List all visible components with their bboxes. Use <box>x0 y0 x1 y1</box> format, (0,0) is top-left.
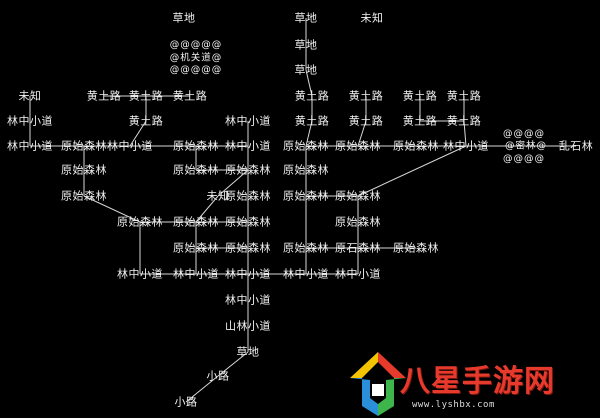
map-node: 林中小道 <box>283 267 329 281</box>
map-node: 原始森林 <box>335 215 381 229</box>
map-node: 林中小道 <box>335 267 381 281</box>
map-node: 原始森林 <box>225 163 271 177</box>
path-line <box>185 375 219 403</box>
map-node: 原石森林 <box>335 241 381 255</box>
map-node: 乱石林 <box>558 139 594 153</box>
path-line <box>305 120 313 147</box>
map-node: 林中小道 <box>117 267 163 281</box>
map-node: @@@@@ <box>169 39 223 51</box>
path-line <box>195 195 219 223</box>
map-node: 黄土路 <box>294 89 330 103</box>
map-node: 黄土路 <box>402 89 438 103</box>
map-node: 黄土路 <box>128 114 164 128</box>
map-node: 黄土路 <box>86 89 122 103</box>
map-node: 原始森林 <box>61 163 107 177</box>
map-node: @@@@@ <box>169 64 223 76</box>
map-node: @@@@ <box>503 153 545 165</box>
map-node: 草地 <box>294 11 318 25</box>
map-node: 山林小道 <box>225 319 271 333</box>
map-node: 原始森林 <box>225 215 271 229</box>
path-line <box>83 195 141 223</box>
map-node: 林中小道 <box>225 267 271 281</box>
map-node: 原始森林 <box>173 163 219 177</box>
path-line <box>129 120 147 147</box>
map-node: 草地 <box>172 11 196 25</box>
map-node: 原始森林 <box>225 189 271 203</box>
map-node: 未知 <box>206 189 230 203</box>
map-node: 未知 <box>360 11 384 25</box>
map-node: 原始森林 <box>173 215 219 229</box>
map-node: 原始森林 <box>335 189 381 203</box>
map-node: 原始森林 <box>283 241 329 255</box>
map-node: 黄土路 <box>294 114 330 128</box>
path-line <box>217 169 249 197</box>
map-node: 林中小道 <box>225 114 271 128</box>
map-node: 原始森林 <box>283 189 329 203</box>
map-node: 原始森林 <box>61 189 107 203</box>
map-node: 原始森林 <box>335 139 381 153</box>
map-node: 原始森林 <box>173 139 219 153</box>
map-node: 黄土路 <box>172 89 208 103</box>
map-node: 林中小道 <box>7 114 53 128</box>
map-node: 黄土路 <box>348 114 384 128</box>
path-line <box>357 120 367 147</box>
map-node: 草地 <box>236 345 260 359</box>
watermark-title: 八星手游网 <box>400 364 555 399</box>
map-node: @密林@ <box>504 140 548 152</box>
map-node: 黄土路 <box>446 89 482 103</box>
map-node: 林中小道 <box>225 293 271 307</box>
map-node: @@@@ <box>503 128 545 140</box>
map-node: 原始森林 <box>283 163 329 177</box>
watermark: 八星手游网 www.lyshbx.com <box>348 350 600 418</box>
map-node: 原始森林 <box>283 139 329 153</box>
map-node: 林中小道 <box>7 139 53 153</box>
map-node: 林中小道 <box>443 139 489 153</box>
map-node: @机关道@ <box>169 52 223 64</box>
map-node: 原始森林 <box>117 215 163 229</box>
map-node: 原始森林 <box>225 241 271 255</box>
map-node: 林中小道 <box>107 139 153 153</box>
map-node: 草地 <box>294 38 318 52</box>
path-line <box>305 69 313 97</box>
map-node: 林中小道 <box>173 267 219 281</box>
path-line <box>357 145 467 197</box>
logo-icon <box>350 352 406 416</box>
watermark-url: www.lyshbx.com <box>412 400 495 410</box>
path-line <box>463 120 467 147</box>
map-node: 原始森林 <box>393 139 439 153</box>
map-node: 黄土路 <box>348 89 384 103</box>
map-node: 黄土路 <box>402 114 438 128</box>
map-node: 林中小道 <box>225 139 271 153</box>
map-node: 未知 <box>18 89 42 103</box>
map-node: 小路 <box>206 369 230 383</box>
map-node: 原始森林 <box>61 139 107 153</box>
map-node: 原始森林 <box>393 241 439 255</box>
path-line <box>217 351 249 377</box>
map-node: 草地 <box>294 63 318 77</box>
map-node: 原始森林 <box>173 241 219 255</box>
map-node: 黄土路 <box>446 114 482 128</box>
map-node: 小路 <box>174 395 198 409</box>
map-node: 黄土路 <box>128 89 164 103</box>
